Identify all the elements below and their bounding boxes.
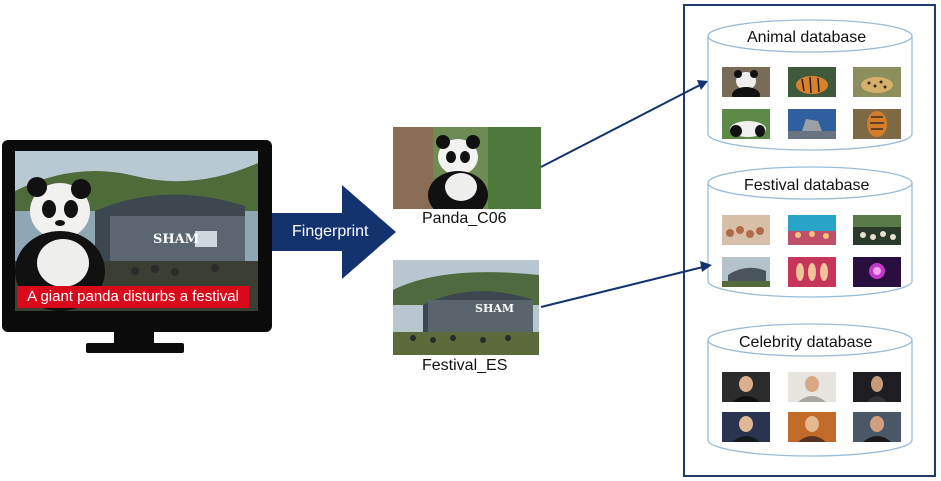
animal-thumb-wolf	[788, 109, 836, 139]
fingerprint-arrow	[272, 185, 396, 279]
fingerprint-image-panda	[393, 127, 541, 209]
animal-thumb-leopard	[853, 67, 901, 97]
festival-database-title: Festival database	[744, 177, 870, 194]
festival-thumb-festival-stage	[722, 257, 770, 287]
animal-thumb-tiger-walking	[853, 109, 901, 139]
festival-match-arrowhead	[700, 261, 712, 272]
animal-database-title: Animal database	[747, 29, 867, 46]
festival-thumb-crowd	[722, 215, 770, 245]
panda-match-arrowhead	[697, 80, 708, 90]
fingerprint-arrow-label: Fingerprint	[292, 223, 369, 240]
celebrity-thumb-6	[853, 412, 901, 442]
monitor-caption-text: A giant panda disturbs a festival	[27, 288, 239, 305]
fingerprint-festival-stage-sign: SHAM	[475, 302, 514, 315]
festival-thumb-stage-crowd	[788, 215, 836, 245]
database-panel	[683, 4, 936, 477]
celebrity-thumb-5	[788, 412, 836, 442]
animal-thumb-tiger	[788, 67, 836, 97]
celebrity-thumb-2	[788, 372, 836, 402]
festival-thumb-crowd-trees	[853, 215, 901, 245]
monitor-base	[86, 343, 184, 353]
monitor-stage-sign: SHAM	[153, 232, 199, 247]
animal-thumb-panda	[722, 67, 770, 97]
monitor: SHAM A giant panda disturbs a festival	[2, 140, 272, 353]
festival-thumb-concert-lights	[853, 257, 901, 287]
celebrity-database-title: Celebrity database	[739, 334, 873, 351]
fingerprint-image-festival: SHAM	[393, 260, 539, 355]
celebrity-thumb-1	[722, 372, 770, 402]
monitor-caption: A giant panda disturbs a festival	[17, 286, 249, 308]
festival-thumb-dancers	[788, 257, 836, 287]
fingerprint-label-festival: Festival_ES	[422, 357, 508, 374]
animal-thumb-panda-lying	[722, 109, 770, 139]
panda-match-arrow	[540, 84, 701, 168]
celebrity-thumb-4	[722, 412, 770, 442]
celebrity-thumb-3	[853, 372, 901, 402]
monitor-stand	[114, 332, 154, 346]
fingerprint-label-panda: Panda_C06	[422, 210, 507, 227]
festival-match-arrow	[540, 266, 704, 308]
monitor-screen: SHAM A giant panda disturbs a festival	[15, 151, 258, 311]
